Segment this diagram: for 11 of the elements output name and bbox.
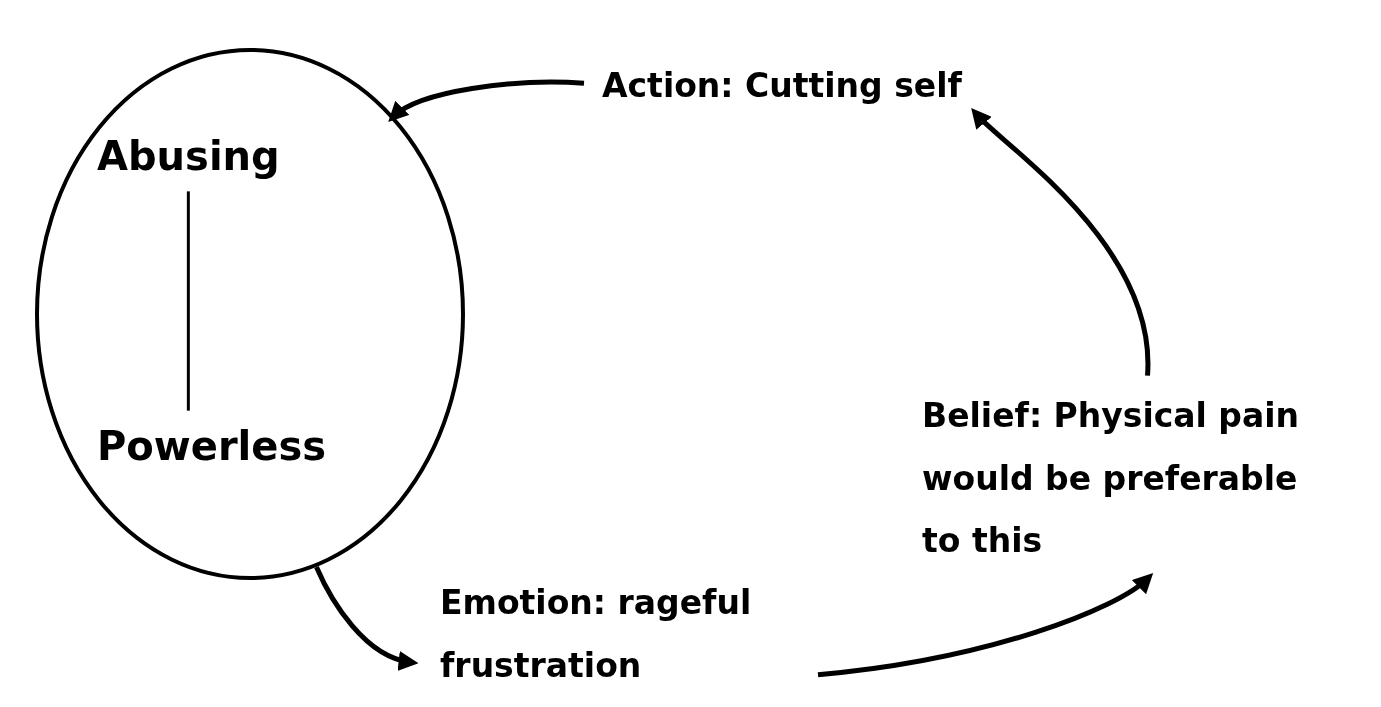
curved-arrow [314,565,419,670]
curved-arrow [387,79,585,122]
node-label: Emotion: rageful frustration [440,582,753,687]
node-label: Powerless [97,422,327,471]
curved-arrow [817,573,1154,678]
ellipse-shape [35,48,465,580]
connector-line [186,191,190,411]
node-label: Belief: Physical pain would be preferable to this [922,395,1301,563]
node-label: Abusing [97,132,280,181]
node-label: Action: Cutting self [602,65,962,107]
curved-arrow [970,108,1150,376]
